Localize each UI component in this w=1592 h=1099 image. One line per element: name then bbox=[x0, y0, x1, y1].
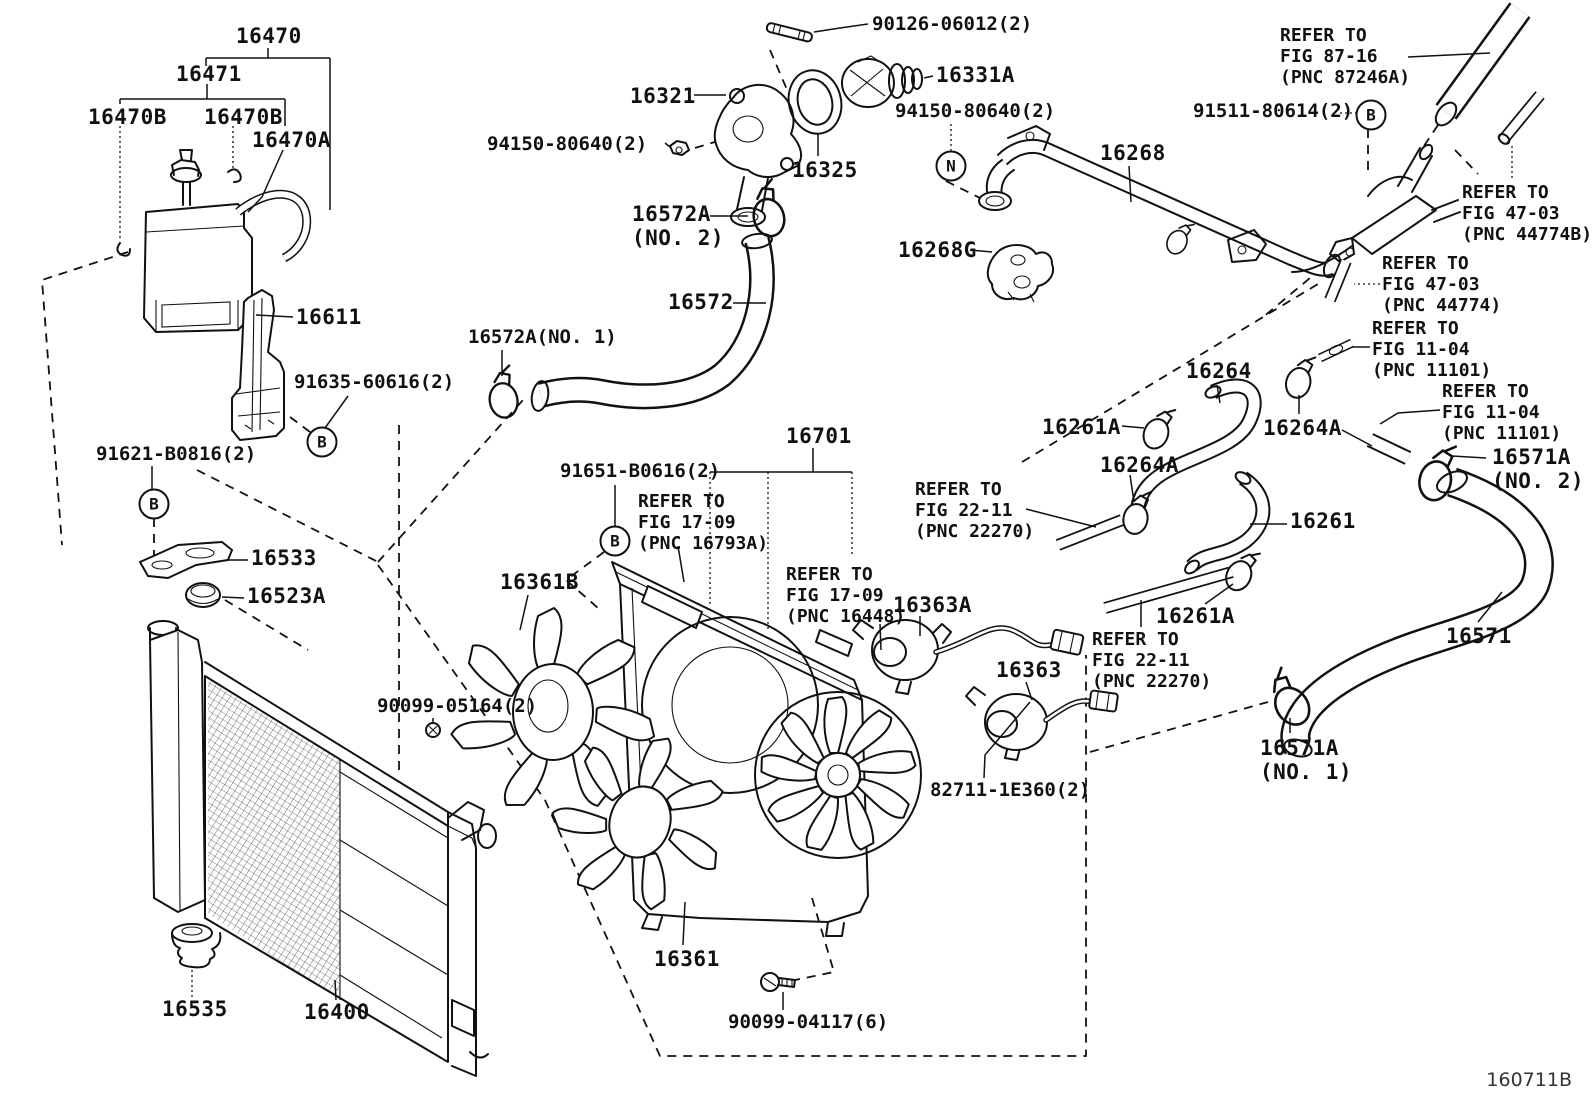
label-16571a: 16571A (NO. 1) bbox=[1260, 736, 1353, 785]
fan-shroud-16701 bbox=[611, 561, 922, 937]
connector-16363 bbox=[1088, 689, 1119, 713]
label-refer-to: REFER TO FIG 17-09 (PNC 16793A) bbox=[638, 491, 769, 555]
label-16470b: 16470B bbox=[204, 105, 283, 129]
callout-b-circle: B bbox=[1355, 99, 1387, 131]
water-inlet-16321 bbox=[713, 83, 803, 227]
label-90099-04117-6: 90099-04117(6) bbox=[728, 1011, 889, 1033]
fan-motor-16363A bbox=[852, 619, 1085, 695]
label-refer-to: REFER TO FIG 17-09 (PNC 16448) bbox=[786, 564, 906, 628]
label-16363: 16363 bbox=[996, 658, 1062, 682]
label-16571a: 16571A (NO. 2) bbox=[1492, 445, 1585, 494]
bracket-16611 bbox=[231, 289, 285, 441]
leader-lines bbox=[119, 23, 1513, 1010]
nut-94150 bbox=[669, 140, 690, 156]
label-16611: 16611 bbox=[296, 305, 362, 329]
reserve-tank-16470 bbox=[116, 149, 306, 333]
callout-b-circle: B bbox=[138, 488, 170, 520]
grommet-16523A bbox=[185, 582, 221, 608]
pipe-bracket-16268G bbox=[986, 244, 1054, 303]
label-16268: 16268 bbox=[1100, 141, 1166, 165]
label-16535: 16535 bbox=[162, 997, 228, 1021]
label-16523a: 16523A bbox=[247, 584, 326, 608]
connector-16363A bbox=[1049, 628, 1085, 656]
label-16470: 16470 bbox=[236, 24, 302, 48]
bolt-90099-05164 bbox=[425, 722, 441, 738]
label-16261a: 16261A bbox=[1042, 415, 1121, 439]
label-16572: 16572 bbox=[668, 290, 734, 314]
label-16264a: 16264A bbox=[1100, 453, 1179, 477]
callout-n-circle: N bbox=[935, 150, 967, 182]
cooling-fan-16361B bbox=[448, 607, 660, 815]
label-16470b: 16470B bbox=[88, 105, 167, 129]
label-90126-06012-2: 90126-06012(2) bbox=[872, 13, 1033, 35]
radiator-hose-16572 bbox=[483, 177, 790, 421]
radiator-16400 bbox=[147, 620, 497, 1077]
label-16261a: 16261A bbox=[1156, 604, 1235, 628]
callout-b-circle: B bbox=[599, 525, 631, 557]
label-16701: 16701 bbox=[786, 424, 852, 448]
label-16533: 16533 bbox=[251, 546, 317, 570]
label-16264a: 16264A bbox=[1263, 416, 1342, 440]
doc-code: 160711B bbox=[1486, 1069, 1572, 1091]
stud-bolt-90126 bbox=[765, 22, 813, 43]
thermostat-16331A bbox=[841, 55, 923, 108]
upper-right-hoses bbox=[1320, 10, 1540, 358]
label-refer-to: REFER TO FIG 11-04 (PNC 11101) bbox=[1442, 381, 1562, 445]
label-16470a: 16470A bbox=[252, 128, 331, 152]
label-16361b: 16361B bbox=[500, 570, 579, 594]
label-94150-80640-2: 94150-80640(2) bbox=[487, 133, 648, 155]
label-16261: 16261 bbox=[1290, 509, 1356, 533]
gasket-16325 bbox=[787, 69, 843, 135]
label-16572a-no-1: 16572A(NO. 1) bbox=[468, 326, 617, 348]
label-91635-60616-2: 91635-60616(2) bbox=[294, 371, 455, 393]
label-16571: 16571 bbox=[1446, 624, 1512, 648]
label-refer-to: REFER TO FIG 22-11 (PNC 22270) bbox=[1092, 629, 1212, 693]
label-16361: 16361 bbox=[654, 947, 720, 971]
label-94150-80640-2: 94150-80640(2) bbox=[895, 100, 1056, 122]
label-16331a: 16331A bbox=[936, 63, 1015, 87]
label-16363a: 16363A bbox=[893, 593, 972, 617]
label-16471: 16471 bbox=[176, 62, 242, 86]
label-refer-to: REFER TO FIG 11-04 (PNC 11101) bbox=[1372, 318, 1492, 382]
label-91651-b0616-2: 91651-B0616(2) bbox=[560, 460, 721, 482]
label-16325: 16325 bbox=[792, 158, 858, 182]
label-16268g: 16268G bbox=[898, 238, 977, 262]
label-16572a: 16572A (NO. 2) bbox=[632, 202, 725, 251]
label-refer-to: REFER TO FIG 22-11 (PNC 22270) bbox=[915, 479, 1035, 543]
label-16400: 16400 bbox=[304, 1000, 370, 1024]
label-refer-to: REFER TO FIG 87-16 (PNC 87246A) bbox=[1280, 25, 1411, 89]
label-refer-to: REFER TO FIG 47-03 (PNC 44774B) bbox=[1462, 182, 1592, 246]
bolt-90099-04117 bbox=[760, 972, 796, 992]
label-91511-80614-2: 91511-80614(2) bbox=[1193, 100, 1354, 122]
label-refer-to: REFER TO FIG 47-03 (PNC 44774) bbox=[1382, 253, 1502, 317]
water-outlet-assembly bbox=[1291, 143, 1461, 273]
label-90099-05164-2: 90099-05164(2) bbox=[377, 695, 538, 717]
label-16321: 16321 bbox=[630, 84, 696, 108]
shroud-fan bbox=[754, 691, 922, 859]
grommet-16535 bbox=[171, 923, 222, 997]
cooling-fan-16361 bbox=[549, 737, 726, 912]
callout-b-circle: B bbox=[306, 426, 338, 458]
label-16264: 16264 bbox=[1186, 359, 1252, 383]
label-82711-1e360-2: 82711-1E360(2) bbox=[930, 779, 1091, 801]
heater-hoses bbox=[1058, 350, 1539, 760]
label-91621-b0816-2: 91621-B0816(2) bbox=[96, 443, 257, 465]
